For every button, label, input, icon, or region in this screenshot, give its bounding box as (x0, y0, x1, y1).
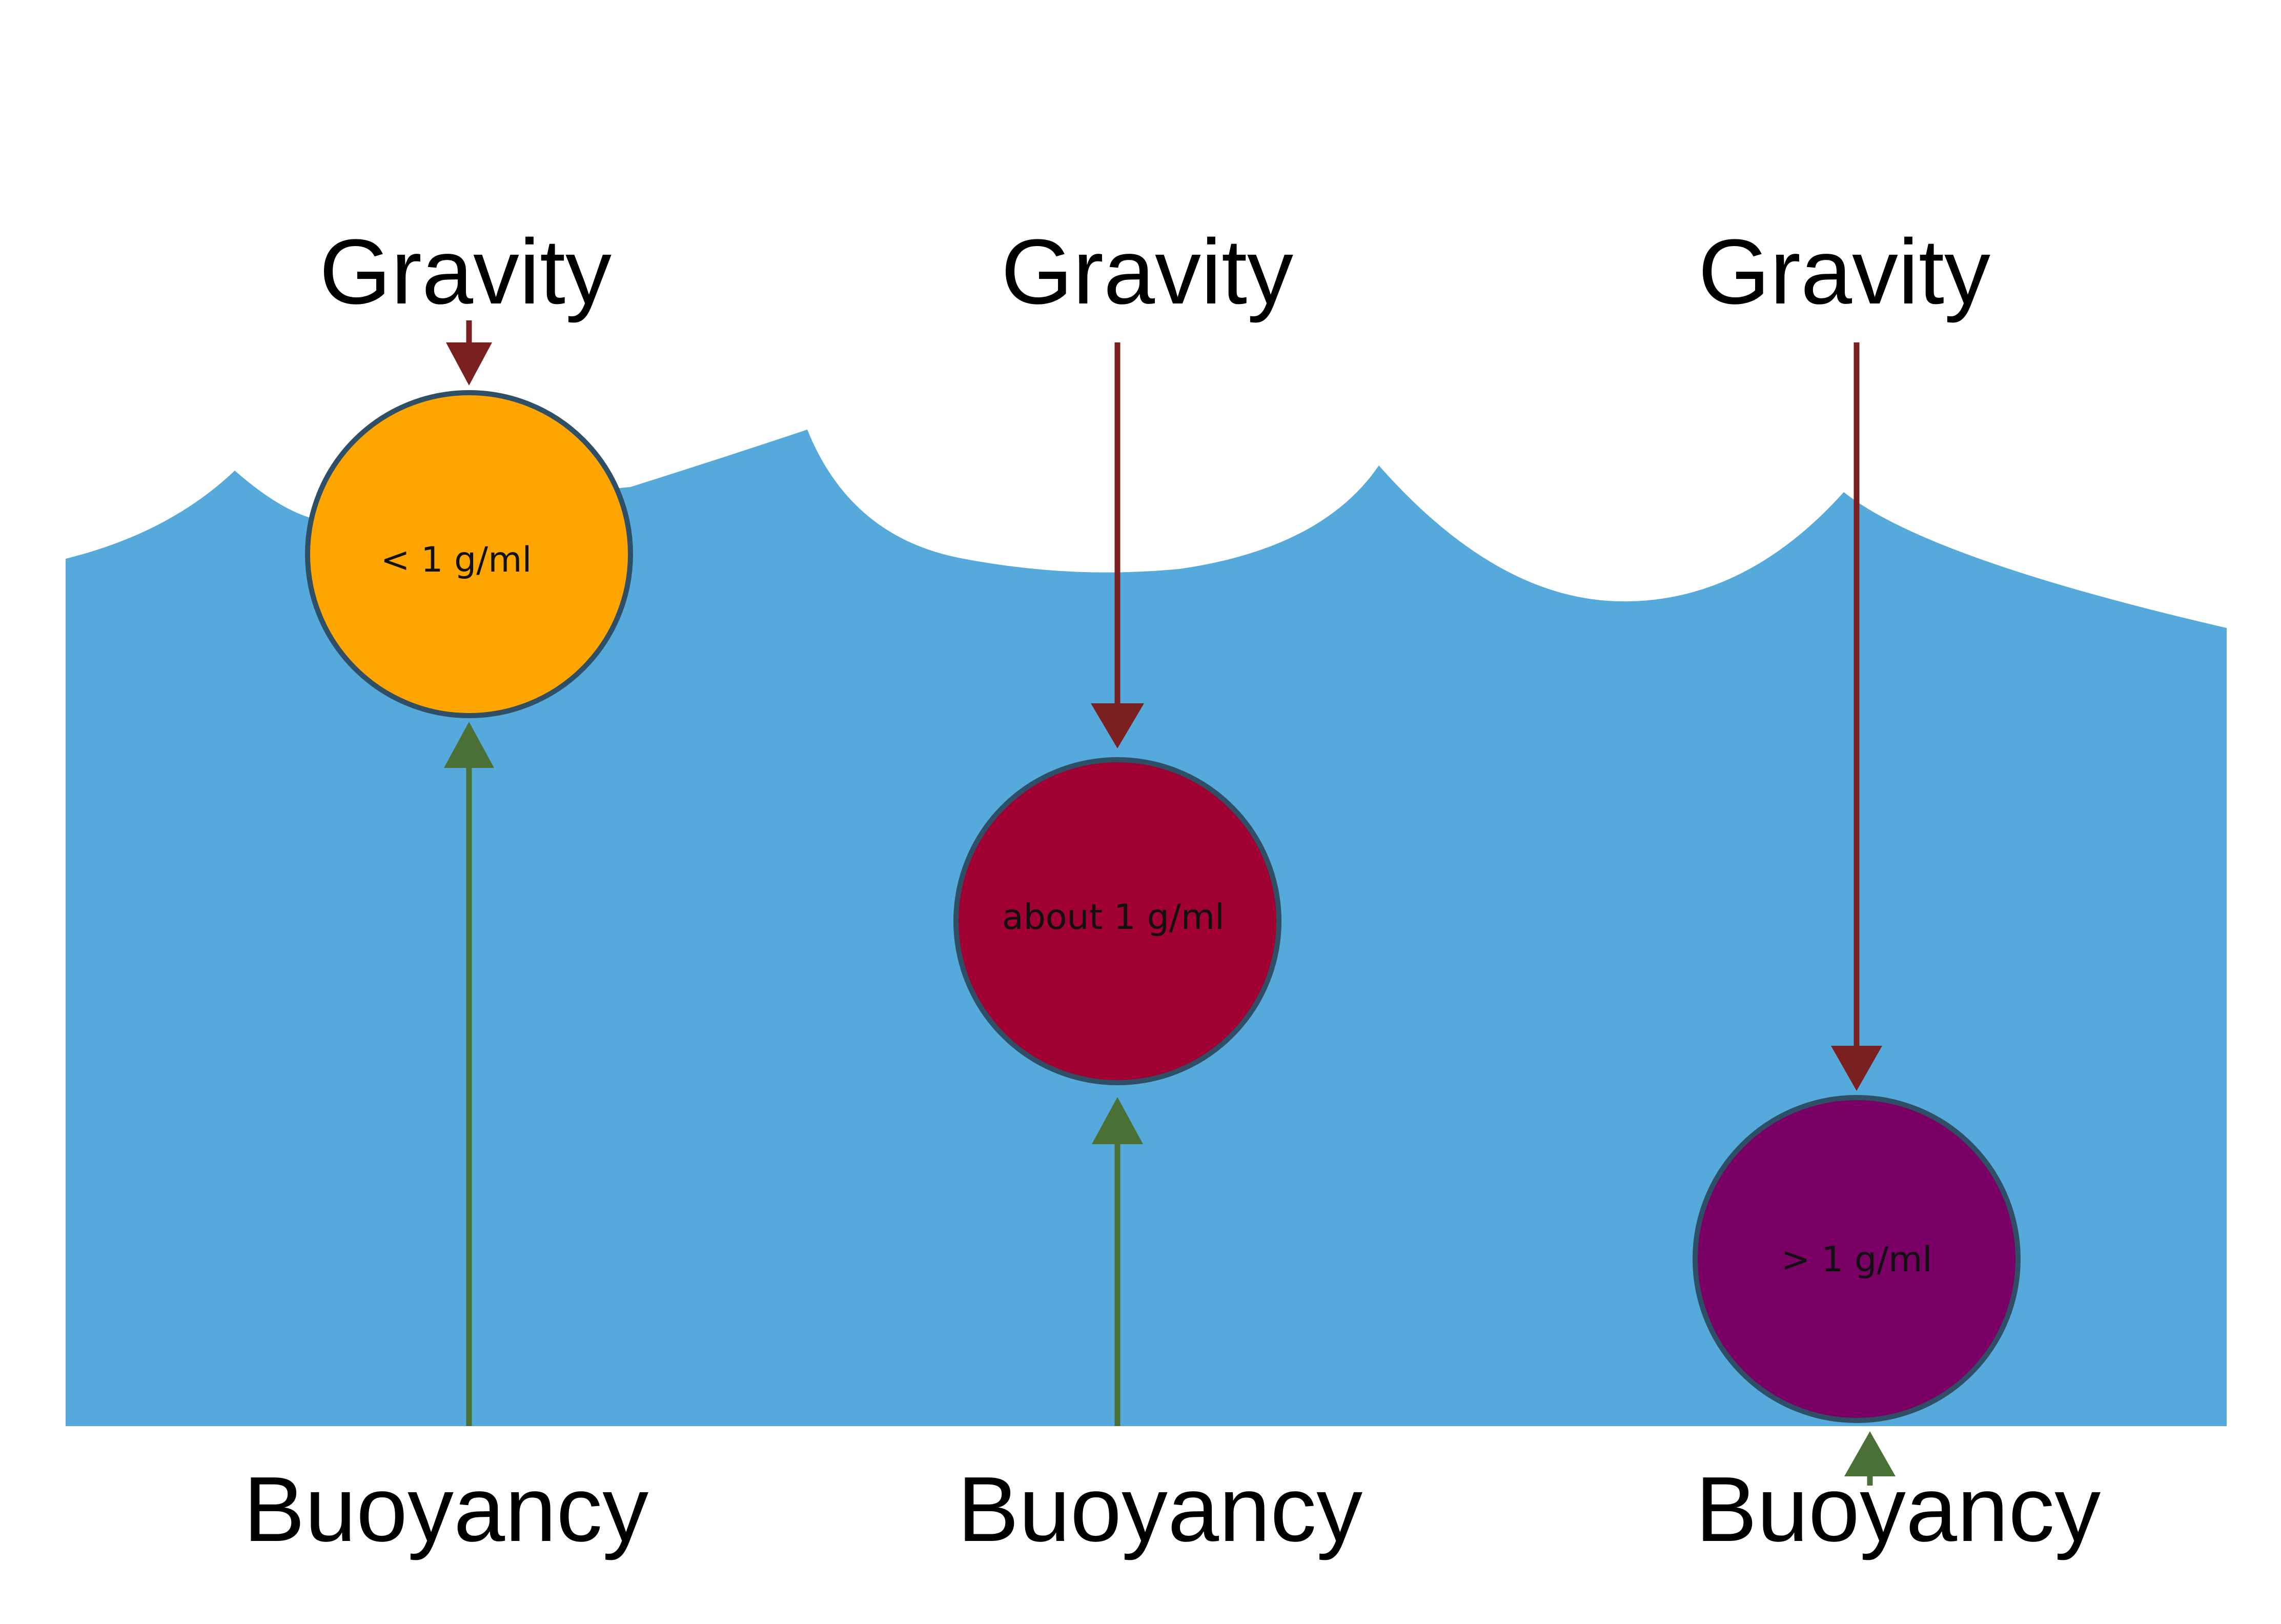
sinking-object-group: Gravity > 1 g/ml Buoyancy (1693, 220, 2101, 1561)
buoyancy-arrow-head (444, 722, 494, 768)
ball-floating (305, 390, 633, 718)
buoyancy-label: Buoyancy (243, 1458, 649, 1561)
suspended-object-group: Gravity about 1 g/ml Buoyancy (953, 220, 1363, 1561)
gravity-arrow-head (1091, 703, 1144, 748)
gravity-label: Gravity (1001, 220, 1293, 323)
buoyancy-label: Buoyancy (958, 1458, 1363, 1561)
ball-sinking (1693, 1095, 2021, 1423)
buoyancy-arrow-head (1092, 1097, 1143, 1144)
density-label: about 1 g/ml (1002, 897, 1225, 938)
buoyancy-label: Buoyancy (1696, 1458, 2101, 1561)
gravity-arrow-head (446, 342, 492, 385)
gravity-arrow-head (1831, 1046, 1882, 1091)
gravity-label: Gravity (1698, 220, 1990, 323)
gravity-label: Gravity (319, 220, 612, 323)
floating-object-group: Gravity < 1 g/ml Buoyancy (243, 220, 649, 1561)
density-label: > 1 g/ml (1781, 1240, 1932, 1280)
ball-suspended (953, 757, 1281, 1085)
density-label: < 1 g/ml (381, 540, 532, 580)
buoyancy-arrow-head (1844, 1431, 1896, 1476)
